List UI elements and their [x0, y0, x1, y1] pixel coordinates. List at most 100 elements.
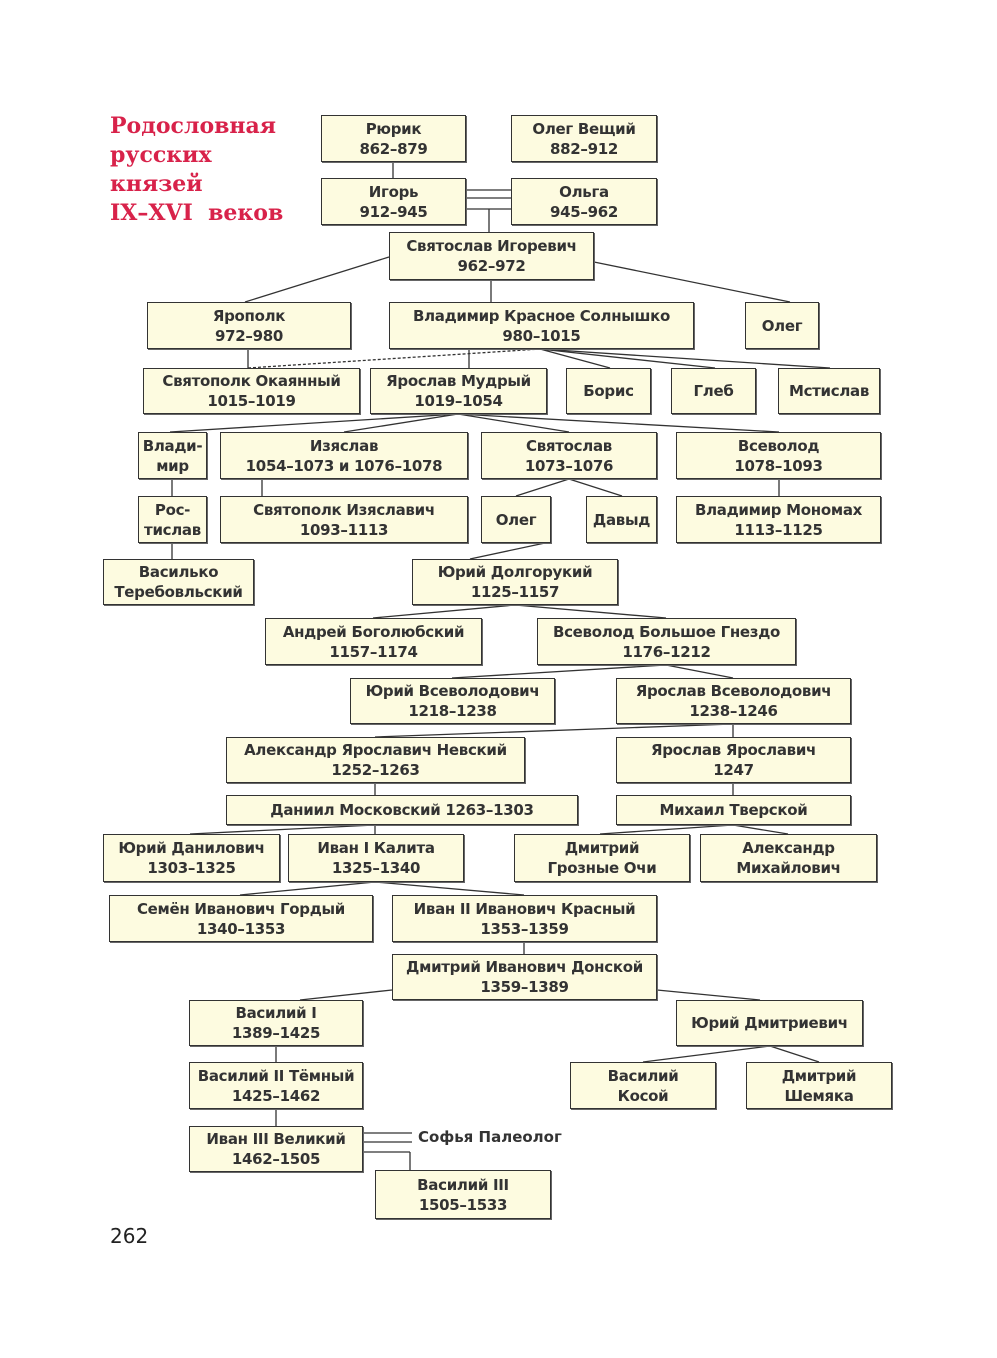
connector-line — [514, 604, 667, 619]
person-name: Иван II Иванович Красный — [413, 899, 636, 918]
person-years: Косой — [617, 1086, 669, 1105]
person-years: 1015–1019 — [207, 392, 296, 410]
person-box-daniil: Даниил Московский 1263–1303 — [226, 795, 578, 825]
connector-line — [732, 824, 789, 835]
connector-line — [457, 413, 780, 433]
person-name: Олег — [495, 510, 537, 529]
person-years: 882–912 — [549, 139, 619, 158]
connector-line — [244, 256, 390, 303]
person-years: 1303–1325 — [147, 859, 236, 877]
person-years: Теребовльский — [114, 583, 243, 601]
person-name: Василько — [138, 563, 219, 581]
person-name: Александр — [742, 839, 835, 857]
person-name: Юрий Дмитриевич — [691, 1014, 848, 1032]
person-box-yuri-d: Юрий Долгорукий 1125–1157 — [412, 559, 618, 605]
person-name: Василий II Тёмный — [197, 1066, 355, 1085]
person-years: 1093–1113 — [299, 520, 389, 539]
person-name: Глеб — [693, 382, 734, 400]
person-years: 862–879 — [359, 139, 428, 158]
connector-line — [189, 824, 376, 835]
person-name: Семён Иванович Гордый — [136, 899, 346, 918]
person-box-boris: Борис — [566, 368, 651, 414]
person-years: 1054–1073 и 1076–1078 — [245, 456, 443, 475]
connector-line — [457, 413, 570, 433]
connector-line — [374, 723, 734, 738]
person-years: тислав — [144, 520, 201, 539]
person-years: 1359–1389 — [480, 978, 569, 996]
connector-line — [599, 824, 734, 835]
person-name: Святослав Игоревич — [406, 237, 577, 255]
person-name: Ярослав Ярославич — [650, 741, 817, 759]
person-name: Юрий Долгорукий — [437, 563, 593, 581]
person-box-yaroslav-ya: Ярослав Ярославич 1247 — [616, 737, 851, 783]
connector-line — [642, 1045, 771, 1063]
person-years: 1125–1157 — [470, 583, 560, 601]
person-name: Василий — [607, 1066, 679, 1085]
page-number: 262 — [110, 1224, 149, 1248]
person-name: Всеволод — [737, 436, 820, 455]
person-years: 945–962 — [549, 202, 619, 221]
person-name: Святополк Окаянный — [162, 372, 341, 390]
person-years: мир — [156, 456, 189, 475]
person-years: Грозные Очи — [547, 859, 657, 877]
person-box-david: Давыд — [586, 496, 657, 543]
person-years: 1073–1076 — [524, 456, 614, 475]
connector-line — [374, 881, 525, 896]
diagram-title: Родословная русских князей IX–XVI веков — [110, 112, 283, 228]
person-name: Игорь — [368, 182, 419, 201]
connector-line — [169, 413, 459, 433]
person-box-yuri-dm: Юрий Дмитриевич — [676, 1000, 863, 1046]
person-box-oleg2: Олег — [481, 496, 551, 543]
person-years: 1078–1093 — [734, 456, 823, 475]
title-line: русских — [110, 142, 212, 168]
person-name: Владимир Красное Солнышко — [412, 306, 671, 325]
person-name: Влади- — [142, 436, 203, 455]
connector-line — [372, 604, 516, 619]
connector-line — [469, 542, 546, 560]
person-name: Рос- — [154, 500, 191, 519]
person-box-yuri-dan: Юрий Данилович 1303–1325 — [103, 834, 280, 882]
person-years: 1247 — [713, 761, 754, 779]
person-name: Иван I Калита — [317, 839, 435, 857]
connector-line — [299, 989, 393, 1001]
person-years: 1252–1263 — [331, 761, 420, 779]
person-name: Мстислав — [788, 382, 870, 400]
person-name: Даниил Московский 1263–1303 — [270, 801, 534, 819]
person-name: Юрий Всеволодович — [365, 682, 540, 700]
person-name: Ярослав Всеволодович — [635, 682, 832, 700]
connector-line — [247, 348, 541, 369]
connector-line — [539, 348, 716, 369]
connector-line — [769, 1045, 820, 1063]
person-name: Борис — [583, 382, 634, 400]
person-years: 1113–1125 — [734, 520, 823, 539]
person-name: Олег — [761, 316, 803, 335]
person-name: Владимир Мономах — [694, 500, 863, 519]
person-years: 1218–1238 — [408, 702, 497, 720]
person-name: Юрий Данилович — [118, 839, 265, 857]
person-box-yuri-vs: Юрий Всеволодович 1218–1238 — [350, 678, 555, 724]
title-line: князей — [110, 171, 203, 197]
person-years: 1340–1353 — [196, 919, 286, 938]
